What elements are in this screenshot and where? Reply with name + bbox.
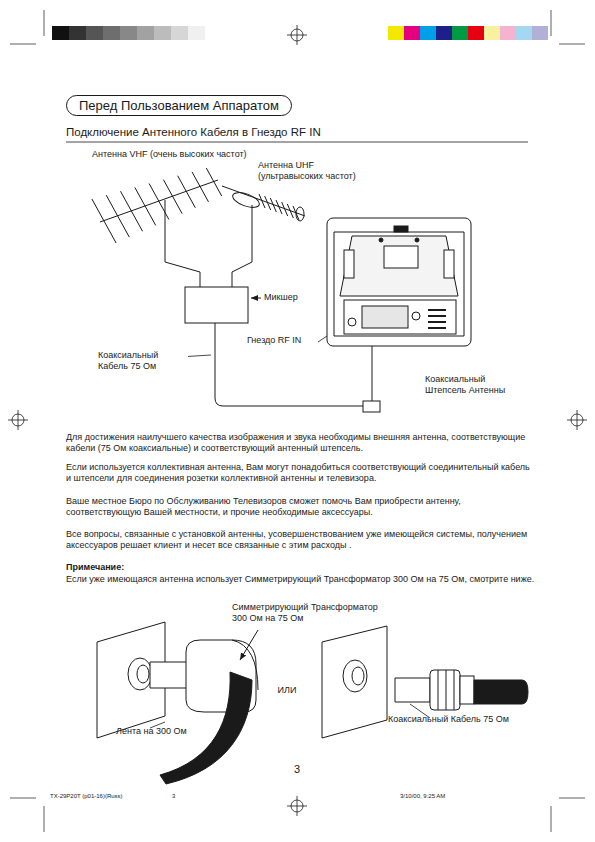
footer-slug: TX-29P20T (p01-16)(Russ) — [50, 793, 180, 801]
antenna-label: Антенна VHF (очень высоких частот) — [92, 149, 312, 160]
heading-rule — [66, 142, 528, 143]
note-heading: Примечание: — [66, 562, 266, 573]
color-swatch — [500, 26, 516, 40]
gray-swatch — [120, 26, 137, 40]
or-label: ИЛИ — [272, 685, 302, 696]
gray-swatch — [171, 26, 188, 40]
gray-scale-bar — [52, 26, 205, 40]
jack-label: Гнездо RF IN — [247, 335, 317, 346]
color-swatch — [484, 26, 500, 40]
body-paragraph: Ваше местное Бюро по Обслуживанию Телеви… — [66, 496, 536, 519]
mixer-leader — [251, 298, 261, 299]
antenna-element — [121, 191, 143, 231]
color-swatch — [404, 26, 420, 40]
coax-plug — [363, 401, 380, 412]
antenna-director — [276, 200, 282, 214]
tv-rear — [327, 218, 471, 346]
balun-leader — [240, 630, 258, 660]
ribbon-label: Лента на 300 Ом — [116, 726, 216, 737]
footer-page: 3 — [172, 793, 192, 801]
antenna-element — [163, 180, 182, 214]
plug-label: Коаксиальный Штепсель Антенны — [425, 374, 515, 397]
gray-swatch — [154, 26, 171, 40]
antenna-element — [192, 172, 209, 202]
balun-illustration — [97, 622, 528, 784]
gray-swatch — [69, 26, 86, 40]
note-text: Если уже имеющаяся антенна использует Си… — [66, 574, 536, 585]
gray-swatch — [86, 26, 103, 40]
body-paragraph: Если используется коллективная антенна, … — [66, 462, 536, 485]
antenna-element — [135, 187, 156, 225]
antenna-director — [259, 194, 265, 208]
body-paragraph: Все вопросы, связанные с установкой анте… — [66, 529, 536, 552]
mixer-box — [185, 287, 248, 323]
antenna-director — [287, 204, 293, 218]
registration-marks — [8, 25, 587, 816]
title-pill: Перед Пользованием Аппаратом — [66, 95, 292, 116]
page-number: 3 — [282, 763, 312, 777]
registration-cross — [567, 410, 587, 430]
antenna-director — [282, 202, 288, 216]
crop-marks — [10, 10, 585, 832]
part-label: Микшер — [264, 292, 324, 303]
page-title: Перед Пользованием Аппаратом — [79, 98, 279, 113]
antenna-director — [270, 198, 276, 212]
section-heading: Подключение Антенного Кабеля в Гнездо RF… — [66, 125, 536, 139]
gray-swatch — [188, 26, 205, 40]
cable-label: Коаксиальный Кабель 75 Ом — [98, 350, 188, 373]
registration-cross — [287, 796, 307, 816]
antenna-label: Антенна UHF (ультравысоких частот) — [258, 160, 378, 183]
vhf-antenna — [92, 168, 222, 287]
body-paragraph: Для достижения наилучшего качества изобр… — [66, 432, 536, 455]
color-swatch — [388, 26, 404, 40]
color-bar — [388, 26, 548, 40]
callout-label: Симметрирующий Трансформатор 300 Ом на 7… — [232, 602, 382, 625]
cable-label: Коаксиальный Кабель 75 Ом — [388, 714, 538, 725]
antenna-element — [178, 176, 196, 208]
antenna-element — [206, 168, 221, 196]
color-swatch — [468, 26, 484, 40]
color-swatch — [436, 26, 452, 40]
gray-swatch — [137, 26, 154, 40]
gray-swatch — [52, 26, 69, 40]
color-swatch — [532, 26, 548, 40]
color-swatch — [452, 26, 468, 40]
antenna-director — [265, 196, 271, 210]
registration-cross — [8, 410, 28, 430]
footer-date: 3/10/00, 9:25 AM — [400, 793, 490, 801]
gray-swatch — [103, 26, 120, 40]
color-swatch — [420, 26, 436, 40]
antenna-element — [149, 184, 169, 220]
registration-cross — [287, 25, 307, 45]
uhf-antenna — [222, 186, 305, 287]
color-swatch — [516, 26, 532, 40]
